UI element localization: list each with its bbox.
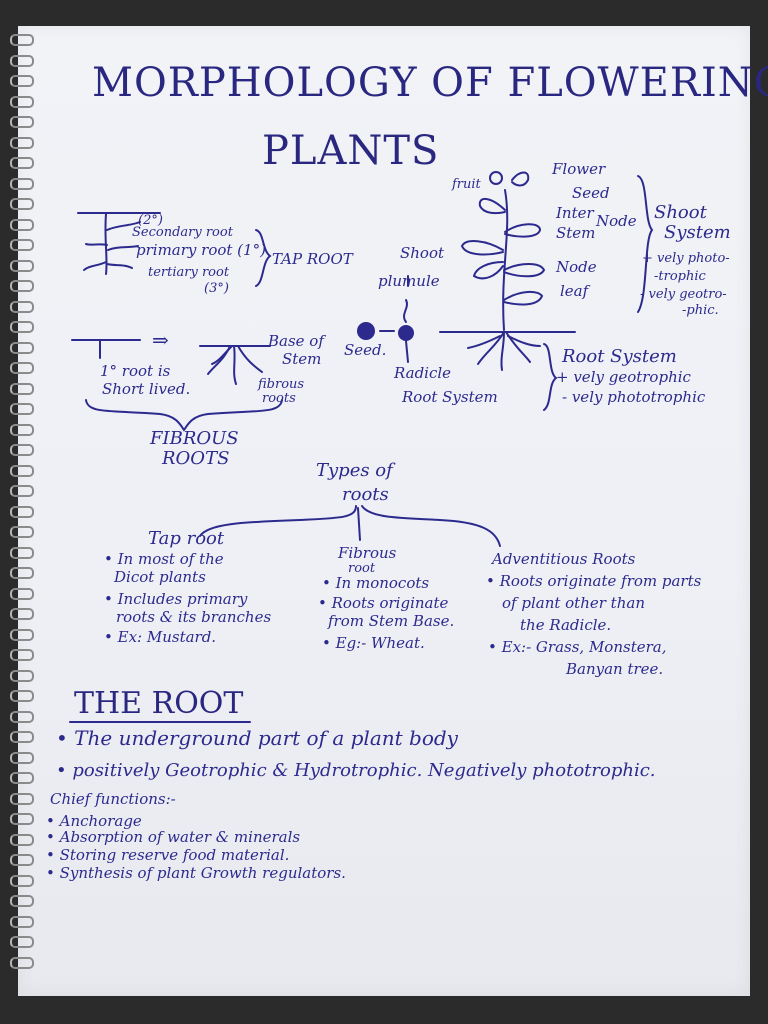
fibrous-root-point-1: • In monocots bbox=[322, 576, 429, 592]
label-tap-root: TAP ROOT bbox=[272, 252, 353, 268]
tap-root-title: Tap root bbox=[148, 530, 224, 549]
label-root-note-2: - vely phototrophic bbox=[562, 390, 705, 406]
label-root-system-seed: Root System bbox=[402, 390, 498, 406]
label-seed-plant: Seed bbox=[572, 186, 610, 202]
page-title-line-1: MORPHOLOGY OF FLOWERING bbox=[92, 62, 768, 104]
types-heading-2: roots bbox=[342, 486, 389, 505]
adventitious-root-point-4: • Ex:- Grass, Monstera, bbox=[488, 640, 666, 656]
label-internode: Inter bbox=[556, 206, 594, 222]
label-node: Node bbox=[556, 260, 597, 276]
arrow-symbol: ⇒ bbox=[152, 330, 169, 351]
label-primary-root: primary root (1°) bbox=[136, 243, 266, 259]
page-title-line-2: PLANTS bbox=[262, 130, 439, 172]
label-secondary-root: Secondary root bbox=[132, 226, 233, 240]
tap-root-point-2: Dicot plants bbox=[114, 570, 206, 586]
label-tertiary-mark: (3°) bbox=[204, 282, 229, 296]
label-shoot-note-3: - vely geotro- bbox=[640, 288, 727, 302]
label-base-of-stem-2: Stem bbox=[282, 352, 321, 368]
tap-root-point-4: roots & its branches bbox=[116, 610, 271, 626]
chief-functions-heading: Chief functions:- bbox=[50, 792, 176, 808]
function-4: • Synthesis of plant Growth regulators. bbox=[46, 866, 346, 882]
function-2: • Absorption of water & minerals bbox=[46, 830, 300, 846]
label-internode-2: Node bbox=[596, 214, 637, 230]
label-fibrous-heading: FIBROUS bbox=[150, 430, 239, 449]
the-root-heading: THE ROOT bbox=[74, 688, 243, 720]
label-shoot: Shoot bbox=[400, 246, 444, 262]
adventitious-root-title: Adventitious Roots bbox=[492, 552, 635, 568]
label-seed: Seed. bbox=[344, 343, 386, 359]
the-root-line-1: • The underground part of a plant body bbox=[56, 728, 458, 749]
label-shoot-note-1: + vely photo- bbox=[642, 252, 730, 266]
function-3: • Storing reserve food material. bbox=[46, 848, 289, 864]
label-stem: Stem bbox=[556, 226, 595, 242]
label-flower: Flower bbox=[552, 162, 605, 178]
adventitious-root-point-3: the Radicle. bbox=[520, 618, 611, 634]
types-heading-1: Types of bbox=[316, 462, 393, 481]
label-shoot-system-2: System bbox=[664, 224, 731, 243]
fibrous-root-point-4: • Eg:- Wheat. bbox=[322, 636, 425, 652]
adventitious-root-point-1: • Roots originate from parts bbox=[486, 574, 701, 590]
adventitious-root-point-5: Banyan tree. bbox=[566, 662, 663, 678]
label-plumule: plumule bbox=[378, 274, 440, 290]
tap-root-point-5: • Ex: Mustard. bbox=[104, 630, 216, 646]
types-of-roots-branches bbox=[200, 506, 500, 546]
label-base-of-stem: Base of bbox=[268, 334, 324, 350]
label-primary-short-lived: 1° root is bbox=[100, 364, 170, 380]
label-radicle: Radicle bbox=[394, 366, 451, 382]
label-tertiary-root: tertiary root bbox=[148, 266, 229, 280]
label-fibrous-heading-2: ROOTS bbox=[162, 450, 229, 469]
fibrous-root-point-3: from Stem Base. bbox=[328, 614, 454, 630]
label-shoot-note-2: -trophic bbox=[654, 270, 706, 284]
adventitious-root-point-2: of plant other than bbox=[502, 596, 645, 612]
tap-root-point-3: • Includes primary bbox=[104, 592, 247, 608]
label-root-note-1: + vely geotrophic bbox=[556, 370, 691, 386]
tap-root-point-1: • In most of the bbox=[104, 552, 224, 568]
the-root-line-2: • positively Geotrophic & Hydrotrophic. … bbox=[56, 762, 656, 781]
label-root-system: Root System bbox=[562, 348, 677, 367]
label-fibrous-roots: fibrous bbox=[258, 378, 304, 392]
label-leaf: leaf bbox=[560, 284, 588, 300]
label-fruit: fruit bbox=[452, 178, 481, 192]
label-shoot-system: Shoot bbox=[654, 204, 707, 223]
label-primary-short-lived-2: Short lived. bbox=[102, 382, 190, 398]
label-shoot-note-4: -phic. bbox=[682, 304, 719, 318]
fibrous-root-title: Fibrous bbox=[338, 546, 396, 562]
fibrous-root-point-2: • Roots originate bbox=[318, 596, 448, 612]
label-fibrous-roots-2: roots bbox=[262, 392, 296, 406]
